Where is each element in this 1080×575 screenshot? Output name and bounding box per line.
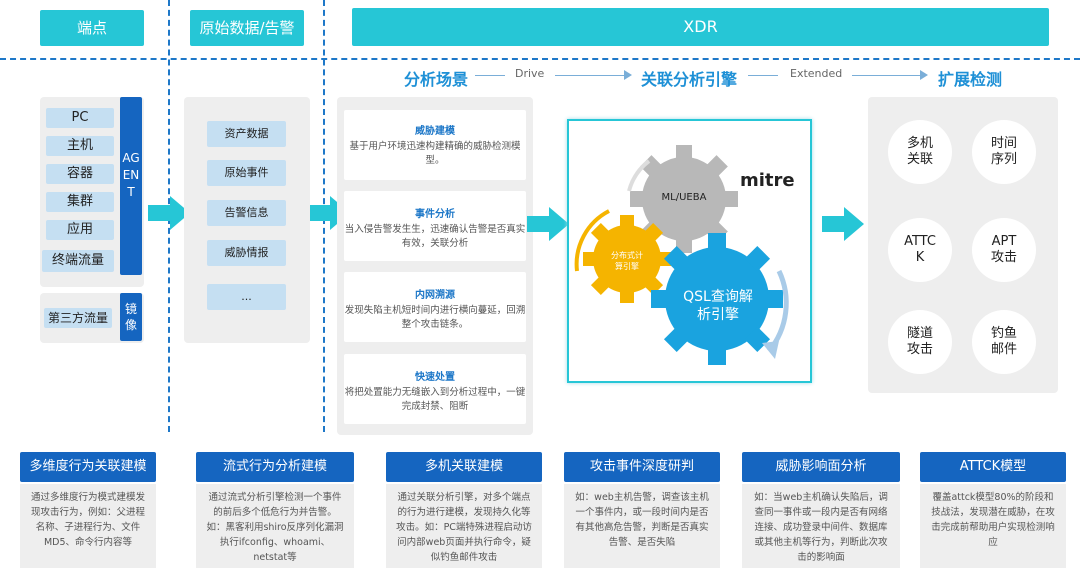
agent-label: AGENT (122, 151, 140, 199)
raw-data-item: 原始事件 (207, 160, 286, 186)
third-party-traffic: 第三方流量 (44, 308, 112, 328)
bottom-card-header: 多机关联建模 (386, 452, 542, 482)
detection-item: 钓鱼邮件 (972, 310, 1036, 374)
endpoint-item: 容器 (46, 164, 114, 184)
detection-label: APT攻击 (990, 234, 1017, 265)
bottom-card-header: 攻击事件深度研判 (564, 452, 720, 482)
xdr-header: XDR (352, 8, 1049, 46)
endpoint-item: 主机 (46, 136, 114, 156)
raw-data-item: 威胁情报 (207, 240, 286, 266)
detection-item: 隧道攻击 (888, 310, 952, 374)
scenario-title: 快速处置 (415, 372, 455, 383)
scenario-title: 内网溯源 (415, 290, 455, 301)
scenario-desc: 基于用户环境迅速构建精确的威胁检测模型。 (349, 141, 521, 166)
endpoint-item: 集群 (46, 192, 114, 212)
scenario-card: 内网溯源 发现失陷主机短时间内进行横向蔓延，回溯整个攻击链条。 (344, 272, 526, 342)
endpoint-header-label: 端点 (76, 19, 107, 37)
raw-data-item: 资产数据 (207, 121, 286, 147)
flow-line-3 (748, 75, 778, 76)
flow-correlation-engine: 关联分析引擎 (641, 70, 738, 89)
bottom-card-header: ATTCK模型 (920, 452, 1066, 482)
top-dashed-line (0, 58, 1080, 60)
orbit-arrow-icon (627, 159, 651, 192)
scenario-card: 快速处置 将把处置能力无缝嵌入到分析过程中，一键完成封禁、阻断 (344, 354, 526, 424)
orbit-arrow-icon (767, 269, 789, 353)
endpoint-header: 端点 (40, 10, 144, 46)
arrow-icon-3 (527, 207, 569, 241)
scenario-title: 事件分析 (415, 209, 455, 220)
flow-extended: Extended (790, 67, 843, 80)
bottom-card-body: 覆盖attck模型80%的阶段和技战法，发现潜在威胁，在攻击完成前帮助用户实现检… (920, 484, 1066, 568)
flow-line-4 (852, 75, 922, 76)
orbit-arrow-icon (574, 209, 610, 272)
bottom-card-header: 流式行为分析建模 (196, 452, 354, 482)
ml-ueba-label: ML/UEBA (661, 192, 707, 203)
scenario-card: 事件分析 当入侵告警发生生，迅速确认告警是否真实有效，关联分析 (344, 191, 526, 261)
flow-arrow-icon-2 (920, 70, 928, 80)
bottom-card-body: 通过多维度行为模式建模发现攻击行为，例如：父进程名称、子进程行为、文件MD5、命… (20, 484, 156, 568)
arrow-icon-4 (822, 207, 864, 241)
detection-item: ATTCK (888, 218, 952, 282)
mirror-label: 镜像 (124, 302, 137, 332)
xdr-header-label: XDR (683, 17, 718, 36)
detection-label: 时间序列 (990, 136, 1017, 167)
raw-data-item: ... (207, 284, 286, 310)
flow-line-2 (555, 75, 627, 76)
bottom-card-body: 如：当web主机确认失陷后，调查同一事件或一段内是否有网络连接、成功登录中间件、… (742, 484, 900, 568)
bottom-card-body: 通过关联分析引擎，对多个端点的行为进行建模，发现持久化等攻击。如：PC端特殊进程… (386, 484, 542, 568)
bottom-card-header: 威胁影响面分析 (742, 452, 900, 482)
stream-engine-label: 分布式计算引擎 (611, 251, 643, 271)
scenario-desc: 发现失陷主机短时间内进行横向蔓延，回溯整个攻击链条。 (344, 305, 526, 330)
bottom-card-body: 如：web主机告警，调查该主机一个事件内，或一段时间内是否有其他高危告警，判断是… (564, 484, 720, 568)
detection-label: 钓鱼邮件 (990, 326, 1017, 357)
detection-item: 多机关联 (888, 120, 952, 184)
bottom-card-body: 通过流式分析引擎检测一个事件的前后多个低危行为并告警。如：黑客利用shiro反序… (196, 484, 354, 568)
detection-label: ATTCK (904, 234, 936, 265)
mitre-logo: mitre (740, 170, 795, 191)
scenario-desc: 当入侵告警发生生，迅速确认告警是否真实有效，关联分析 (344, 224, 526, 249)
endpoint-item: PC (46, 108, 114, 128)
raw-data-item: 告警信息 (207, 200, 286, 226)
endpoint-item: 应用 (46, 220, 114, 240)
scenario-desc: 将把处置能力无缝嵌入到分析过程中，一键完成封禁、阻断 (344, 387, 526, 412)
flow-analysis-scene: 分析场景 (404, 70, 469, 89)
flow-extended-detection: 扩展检测 (938, 70, 1003, 89)
raw-data-header-label: 原始数据/告警 (199, 19, 295, 37)
mirror-bar (120, 293, 142, 341)
arrow-icon-1 (148, 196, 190, 230)
scenario-title: 威胁建模 (415, 126, 455, 137)
detection-label: 多机关联 (906, 136, 933, 167)
flow-drive: Drive (515, 67, 545, 80)
endpoint-item: 终端流量 (42, 250, 114, 272)
scenario-card: 威胁建模 基于用户环境迅速构建精确的威胁检测模型。 (344, 110, 526, 180)
bottom-card-header: 多维度行为关联建模 (20, 452, 156, 482)
engine-gears (574, 145, 789, 365)
flow-arrow-icon-1 (624, 70, 632, 80)
detection-label: 隧道攻击 (906, 326, 933, 357)
raw-data-header: 原始数据/告警 (190, 10, 304, 46)
agent-bar (120, 97, 142, 275)
flow-line-1 (475, 75, 505, 76)
detection-item: APT攻击 (972, 218, 1036, 282)
qsl-engine-label: QSL查询解析引擎 (683, 289, 753, 323)
detection-item: 时间序列 (972, 120, 1036, 184)
